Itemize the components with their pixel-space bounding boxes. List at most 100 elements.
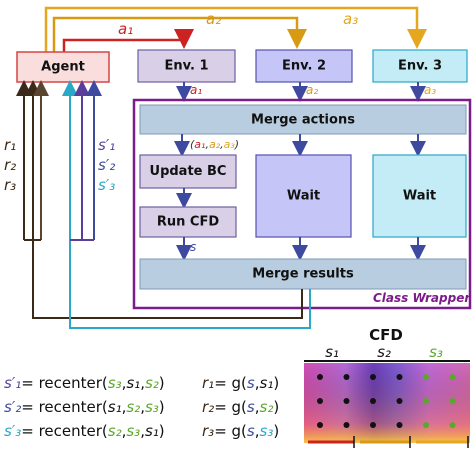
eq-arg: s₁ (126, 374, 140, 392)
update-bc-label: Update BC (150, 164, 227, 179)
a1-label-env: a₁ (190, 83, 202, 97)
feedback-dark-line (25, 80, 303, 319)
probe-point (343, 374, 350, 380)
a3-route-line (44, 6, 427, 52)
a2-label-env: a₂ (306, 83, 318, 97)
eq-arg: s₃ (126, 422, 140, 440)
eq-arg: s₂ (126, 398, 140, 416)
probe-point (423, 374, 429, 380)
env1-label: Env. 1 (164, 59, 208, 74)
feedback-state-line (62, 80, 311, 329)
eq-arg: s (247, 422, 255, 440)
a3-label-env: a₃ (424, 83, 436, 97)
reward-equation-1: r₁= g(s,s₁) (202, 374, 279, 392)
eq-arg: s₁ (108, 398, 122, 416)
probe-point (396, 398, 403, 404)
probe-point (317, 398, 323, 404)
merge-results-box (139, 258, 467, 290)
eq-comma: , (140, 422, 145, 440)
env1-box (137, 49, 236, 83)
eq-close: ) (159, 398, 165, 416)
s2p-label: s′₂ (98, 156, 115, 174)
probe-point (343, 398, 350, 404)
run-cfd-label: Run CFD (157, 215, 219, 230)
eq-func: = g( (214, 374, 247, 392)
eq-comma: , (122, 422, 127, 440)
cfd-title: CFD (369, 326, 403, 344)
merge-results-label: Merge results (252, 267, 354, 282)
wait2-label: Wait (287, 189, 320, 204)
probe-point (343, 422, 350, 428)
merge-actions-label: Merge actions (251, 113, 355, 128)
class-wrapper-label: Class Wrapper (373, 291, 471, 305)
cfd-top-label-1: s₁ (325, 343, 339, 361)
r3-label: r₃ (4, 176, 16, 194)
reward-equation-3: r₃= g(s,s₃) (202, 422, 279, 440)
eq-close: ) (273, 422, 279, 440)
run-cfd-box (139, 206, 237, 238)
eq-arg: s₂ (145, 374, 159, 392)
eq-close: ) (159, 422, 165, 440)
eq-func: = g( (214, 398, 247, 416)
eq-arg: s₁ (145, 422, 159, 440)
env3-box (372, 49, 468, 83)
r2-label: r₂ (4, 156, 16, 174)
eq-arg: s (247, 374, 255, 392)
s3p-label: s′₃ (98, 176, 115, 194)
eq-lhs: s′₃ (4, 422, 21, 440)
wait2-box (255, 154, 352, 238)
eq-arg: s₁ (260, 374, 274, 392)
env2-label: Env. 2 (282, 59, 326, 74)
eq-comma: , (122, 398, 127, 416)
eq-comma: , (255, 422, 260, 440)
eq-func: = recenter( (21, 422, 108, 440)
probe-point (370, 374, 376, 380)
equations-left: s′₁= recenter(s₃,s₁,s₂)s′₂= recenter(s₁,… (4, 374, 165, 440)
eq-close: ) (159, 374, 165, 392)
merge-actions-box (139, 104, 467, 135)
env3-label: Env. 3 (398, 59, 442, 74)
probe-point (449, 398, 456, 404)
eq-comma: , (255, 398, 260, 416)
eq-lhs: s′₁ (4, 374, 21, 392)
eq-lhs: r₁ (202, 374, 214, 392)
probe-point (423, 398, 429, 404)
a2-label-top: a₂ (206, 10, 221, 28)
cfd-top-label-3: s₃ (429, 343, 443, 361)
probe-point (396, 374, 403, 380)
eq-lhs: s′₂ (4, 398, 21, 416)
eq-arg: s₂ (260, 398, 274, 416)
eq-lhs: r₃ (202, 422, 214, 440)
probe-point (423, 422, 429, 428)
agent-label: Agent (41, 60, 85, 75)
cfd-bottom-bars (308, 436, 469, 448)
probe-point (317, 422, 323, 428)
recenter-equation-2: s′₂= recenter(s₁,s₂,s₃) (4, 398, 165, 416)
probe-point (396, 422, 403, 428)
eq-close: ) (273, 398, 279, 416)
cfd-probe-points (317, 374, 456, 428)
reward-equation-2: r₂= g(s,s₂) (202, 398, 279, 416)
eq-lhs: r₂ (202, 398, 214, 416)
probe-point (317, 374, 323, 380)
equations-right: r₁= g(s,s₁)r₂= g(s,s₂)r₃= g(s,s₃) (202, 374, 279, 440)
a3-label-top: a₃ (343, 10, 358, 28)
eq-arg: s₃ (145, 398, 159, 416)
r1-label: r₁ (4, 136, 16, 154)
probe-point (449, 422, 456, 428)
a1-label-top: a₁ (118, 20, 133, 38)
s1p-label: s′₁ (98, 136, 115, 154)
actions-tuple-label: (a₁,a₂,a₃) (190, 138, 239, 151)
probe-point (449, 374, 456, 380)
wait3-label: Wait (403, 189, 436, 204)
cfd-top-label-2: s₂ (377, 343, 391, 361)
a1-route-line (62, 29, 194, 52)
eq-close: ) (273, 374, 279, 392)
wait3-box (372, 154, 467, 238)
eq-arg: s (247, 398, 255, 416)
env2-box (255, 49, 353, 83)
s-label-run: s (190, 240, 196, 254)
eq-comma: , (140, 398, 145, 416)
cfd-top-labels: s₁ s₂ s₃ (325, 343, 443, 361)
